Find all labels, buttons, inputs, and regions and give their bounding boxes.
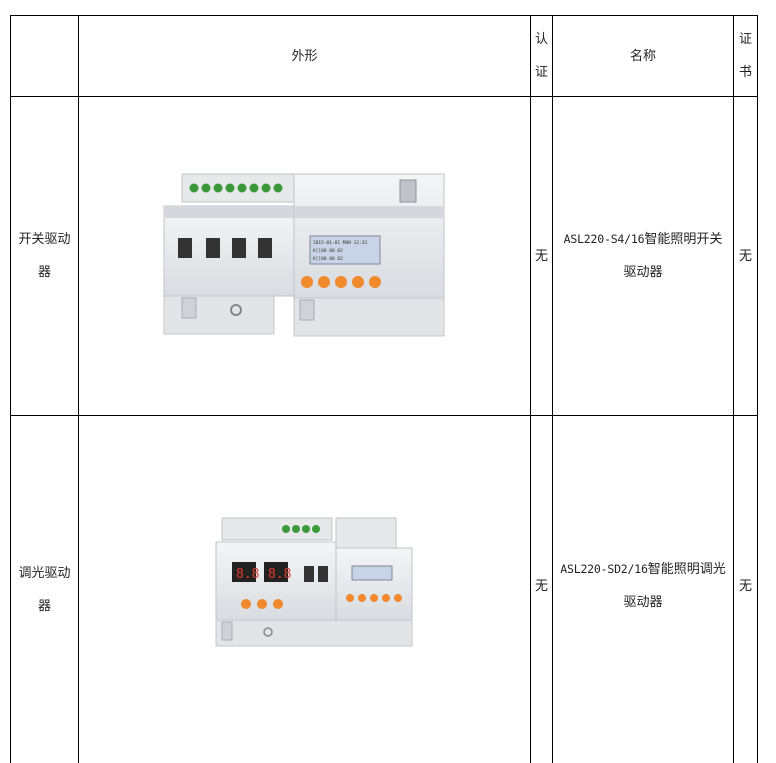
row1-certificate: 无 [734, 97, 757, 415]
row2-type: 调光驱动 器 [11, 416, 78, 763]
terminal-screws-row [189, 183, 283, 193]
terminal-screws-row [282, 525, 320, 533]
row1-type: 开关驱动 器 [11, 97, 78, 415]
din-clip [230, 304, 242, 316]
bottom-terminal [181, 297, 197, 319]
row2-name-line2: 驱动器 [623, 595, 663, 610]
control-buttons [346, 594, 402, 602]
lcd-screen [351, 565, 393, 581]
adjust-buttons [241, 599, 283, 609]
row1-model-code: ASL220-S4/16 [563, 232, 645, 246]
row2-type-line: 器 [37, 598, 51, 614]
header-appearance: 外形 [79, 16, 530, 96]
module-bottom-left [163, 295, 275, 335]
column-divider [78, 15, 79, 763]
header-name-text: 名称 [629, 48, 656, 64]
switch-driver-image: 2015-01-01 MON 12:32 K[]00 00 02 K[]00 0… [163, 173, 445, 337]
terminal-block-top [221, 517, 333, 541]
row1-name-line1: ASL220-S4/16智能照明开关 [564, 223, 723, 256]
module-top-right [335, 517, 397, 549]
seven-segment-display-right [264, 562, 288, 582]
header-certification-char: 认 [534, 32, 548, 47]
row1-name: ASL220-S4/16智能照明开关 驱动器 [553, 97, 733, 415]
lcd-line3: K[]00 00 02 [313, 256, 343, 262]
header-certificate-char: 书 [738, 65, 752, 80]
row2-certificate: 无 [734, 416, 757, 756]
module-bottom [215, 619, 413, 647]
row1-cert: 无 [531, 97, 552, 415]
row1-name-text: 智能照明开关 [644, 232, 723, 247]
seven-segment-display-left [232, 562, 256, 582]
header-certification: 认 证 [531, 16, 552, 96]
row2-name: ASL220-SD2/16智能照明调光 驱动器 [553, 416, 733, 756]
column-divider [552, 15, 553, 763]
row2-name-line1: ASL220-SD2/16智能照明调光 [560, 553, 725, 586]
bottom-terminal-right [299, 299, 315, 321]
row2-name-text: 智能照明调光 [647, 562, 726, 577]
table-border-left [10, 15, 11, 763]
row1-type-line: 器 [37, 265, 51, 280]
lcd-line2: K[]00 00 02 [313, 248, 343, 254]
lcd-screen [309, 235, 381, 265]
bottom-terminal [221, 621, 233, 641]
header-separator [10, 96, 758, 97]
row-separator [10, 415, 758, 416]
table-border-right [757, 15, 758, 763]
row2-cert: 无 [531, 416, 552, 756]
lcd-line1: 2015-01-01 MON 12:32 [313, 240, 367, 246]
module-top-band [164, 206, 294, 218]
relay-switch [318, 566, 328, 582]
relay-switch [304, 566, 314, 582]
column-divider [530, 15, 531, 763]
row1-cert-text: 无 [534, 248, 548, 264]
row2-certificate-text: 无 [738, 578, 752, 594]
header-certificate-char: 证 [738, 32, 752, 47]
module-top-band-right [294, 206, 444, 218]
display-right-value: 8.8 [268, 567, 291, 582]
column-divider [733, 15, 734, 763]
module-body-right [335, 547, 413, 621]
row1-certificate-text: 无 [738, 248, 752, 264]
dimmer-driver-image: 8.8 8.8 [215, 517, 413, 647]
table-border-top [10, 15, 758, 16]
din-clip [263, 627, 273, 637]
row2-type-line: 调光驱动 [18, 565, 71, 581]
display-left-value: 8.8 [236, 567, 259, 582]
row1-type-line: 开关驱动 [18, 232, 71, 247]
row1-name-line2: 驱动器 [623, 265, 663, 280]
row2-cert-text: 无 [534, 578, 548, 594]
control-buttons [301, 276, 381, 288]
header-name: 名称 [553, 16, 733, 96]
header-appearance-text: 外形 [291, 48, 318, 64]
row2-model-code: ASL220-SD2/16 [560, 562, 648, 576]
module-bottom-right [293, 297, 445, 337]
relay-switches [178, 238, 272, 258]
header-certification-char: 证 [534, 65, 548, 80]
connector-port [399, 179, 417, 203]
header-certificate: 证 书 [734, 16, 757, 96]
